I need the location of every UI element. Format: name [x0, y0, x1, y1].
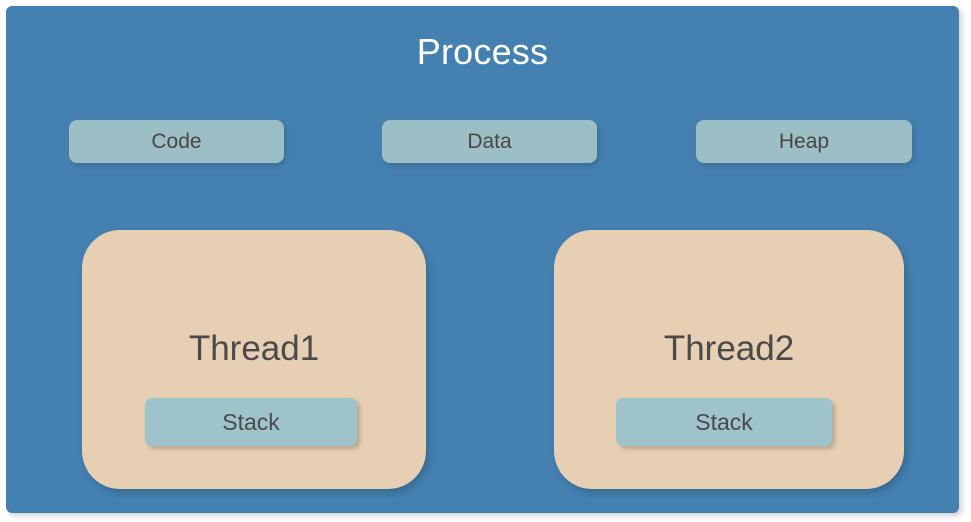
thread-card-2: Thread2 Stack — [554, 230, 904, 489]
thread-card-1-stack-label: Stack — [222, 408, 280, 435]
memory-segment-heap-label: Heap — [778, 129, 830, 153]
thread-card-1: Thread1 Stack — [82, 230, 426, 489]
memory-segment-heap: Heap — [696, 120, 912, 163]
memory-segment-code-label: Code — [151, 129, 202, 153]
thread-card-1-stack: Stack — [145, 398, 357, 446]
process-container: Process Code Data Heap Thread1 Stack Thr… — [6, 6, 959, 513]
thread-card-2-stack-label: Stack — [695, 408, 753, 435]
memory-segment-code: Code — [69, 120, 284, 163]
process-title: Process — [416, 31, 549, 72]
thread-card-2-stack: Stack — [616, 398, 832, 446]
thread-card-2-label: Thread2 — [663, 329, 795, 368]
memory-segment-data-label: Data — [467, 129, 512, 153]
thread-card-1-label: Thread1 — [188, 329, 320, 368]
memory-segment-data: Data — [382, 120, 597, 163]
